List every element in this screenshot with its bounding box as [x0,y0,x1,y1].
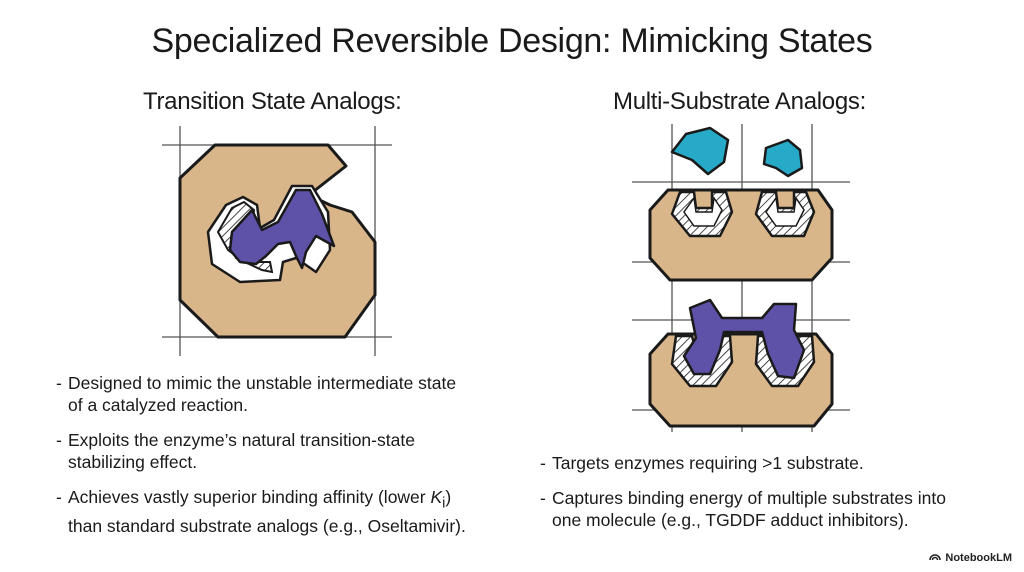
bullet-dash: - [56,487,62,507]
bullet-item: -Targets enzymes requiring >1 substrate. [540,452,1010,474]
ki-subscript: i [442,495,446,512]
transition-state-bullets: -Designed to mimic the unstable intermed… [56,372,506,550]
bullet-text-cont: one molecule (e.g., TGDDF adduct inhibit… [552,510,909,530]
bullet-item: -Achieves vastly superior binding affini… [56,486,506,537]
bullet-text-cont: than standard substrate analogs (e.g., O… [68,515,466,536]
multi-substrate-inhibitor [682,298,806,380]
bullet-item: -Captures binding energy of multiple sub… [540,487,1010,531]
substrate-b [762,138,804,178]
bullet-dash: - [540,453,546,473]
bullet-item: -Designed to mimic the unstable intermed… [56,372,506,416]
bullet-text: Targets enzymes requiring >1 substrate. [552,453,864,473]
multi-substrate-diagram [632,124,850,432]
logo-text: NotebookLM [945,552,1012,564]
bullet-dash: - [56,430,62,450]
transition-state-diagram [162,126,392,356]
transition-state-inhibitor [228,188,336,270]
bullet-dash: - [540,488,546,508]
ki-symbol: K [430,487,443,507]
bullet-dash: - [56,373,62,393]
bullet-text-cont: stabilizing effect. [68,452,198,472]
pocket-left-top-inner [683,195,723,227]
multi-substrate-heading: Multi-Substrate Analogs: [613,88,866,115]
substrate-a [670,126,730,176]
pocket-right-top-inner [765,195,805,227]
bullet-text: Exploits the enzyme’s natural transition… [68,430,415,450]
notebooklm-logo: NotebookLM [929,552,1012,564]
bullet-text: Captures binding energy of multiple subs… [552,488,946,508]
bullet-text-end: ) [445,487,452,507]
bullet-text: Achieves vastly superior binding affinit… [68,487,431,507]
multi-substrate-bullets: -Targets enzymes requiring >1 substrate.… [540,452,1010,544]
bullet-item: -Exploits the enzyme’s natural transitio… [56,429,506,473]
slide-title: Specialized Reversible Design: Mimicking… [151,22,873,60]
bullet-text: Designed to mimic the unstable intermedi… [68,373,457,393]
notebooklm-logo-icon [929,552,942,564]
transition-state-heading: Transition State Analogs: [143,88,402,115]
bullet-text-cont: of a catalyzed reaction. [68,395,248,415]
